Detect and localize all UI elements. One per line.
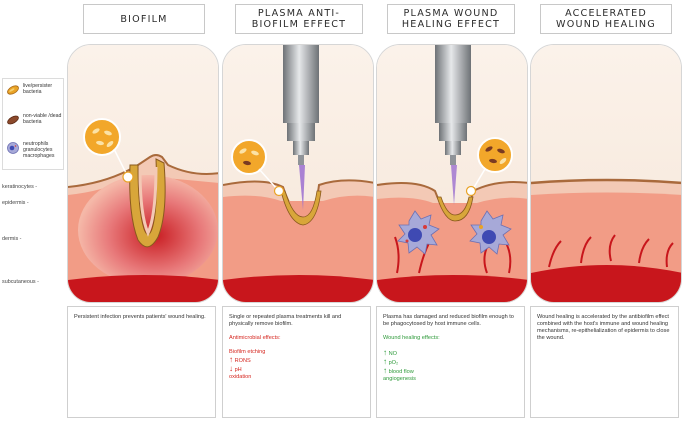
anti-biofilm-illustration	[223, 45, 373, 302]
textbox-accelerated-healing: Wound healing is accelerated by the anti…	[530, 306, 679, 418]
header-wound-healing-effect-label: PLASMA WOUND HEALING EFFECT	[401, 8, 501, 30]
layer-label-epidermis: epidermis -	[2, 200, 29, 206]
panel-anti-biofilm	[222, 44, 374, 303]
legend-item-live: live/persister bacteria	[6, 83, 65, 97]
dead-bacteria-icon	[7, 115, 19, 125]
effect-po2: ↑ pO₂	[383, 358, 518, 367]
immune-cell-right	[469, 210, 512, 255]
legend: live/persister bacteria non-viable /dead…	[2, 78, 64, 170]
up-arrow-icon: ↑	[383, 366, 387, 375]
effect-blood-flow: ↑ blood flow	[383, 367, 518, 376]
effect-ph-label: pH	[234, 367, 242, 373]
accelerated-healing-description: Wound healing is accelerated by the anti…	[537, 314, 670, 341]
effect-blood-flow-label: blood flow	[388, 369, 414, 375]
immune-cell-icon	[7, 142, 19, 154]
header-wound-healing-effect: PLASMA WOUND HEALING EFFECT	[387, 4, 515, 34]
antimicrobial-effects-title: Antimicrobial effects:	[229, 335, 281, 341]
effect-angiogenesis: angiogenesis	[383, 376, 416, 382]
plasma-probe	[435, 45, 471, 123]
header-biofilm: BIOFILM	[83, 4, 205, 34]
effect-rons: ↑ RONS	[229, 356, 364, 365]
live-bacteria-icon	[7, 85, 19, 95]
wound-healing-effects-title: Wound healing effects:	[383, 335, 440, 341]
header-anti-biofilm-label: PLASMA ANTI-BIOFILM EFFECT	[251, 8, 347, 30]
zoom-bacteria-circle	[231, 139, 267, 175]
anti-biofilm-description: Single or repeated plasma treatments kil…	[229, 314, 342, 327]
header-biofilm-label: BIOFILM	[120, 13, 168, 25]
legend-dead-label: non-viable /dead bacteria	[23, 113, 62, 125]
textbox-wound-healing-effect: Plasma has damaged and reduced biofilm e…	[376, 306, 525, 418]
effect-rons-label: RONS	[234, 358, 251, 364]
header-anti-biofilm: PLASMA ANTI-BIOFILM EFFECT	[235, 4, 363, 34]
panel-biofilm	[67, 44, 219, 303]
effect-ph: ↓ pH	[229, 365, 364, 374]
legend-item-dead: non-viable /dead bacteria	[6, 113, 65, 127]
up-arrow-icon: ↑	[383, 357, 387, 366]
legend-item-immune: neutrophils granulocytes macrophages	[6, 141, 65, 159]
effect-biofilm-etching: Biofilm etching	[229, 349, 266, 355]
zoom-bacteria-circle	[83, 118, 121, 156]
effect-oxidation: oxidation	[229, 374, 252, 380]
plasma-jet	[299, 165, 305, 210]
panel-accelerated-healing	[530, 44, 682, 303]
layer-label-keratinocytes: keratinocytes -	[2, 184, 38, 190]
accelerated-healing-illustration	[531, 45, 681, 302]
up-arrow-icon: ↑	[229, 355, 233, 364]
header-accelerated-healing: ACCELERATED WOUND HEALING	[540, 4, 672, 34]
immune-cell-left	[397, 210, 440, 255]
up-arrow-icon: ↑	[383, 348, 387, 357]
effect-no: ↑ NO	[383, 349, 518, 358]
wound-healing-illustration	[377, 45, 527, 302]
zoom-bacteria-circle	[477, 137, 513, 173]
biofilm-description: Persistent infection prevents patients' …	[74, 314, 206, 320]
textbox-biofilm: Persistent infection prevents patients' …	[67, 306, 216, 418]
layer-label-subcutaneous: subcutaneous -	[2, 279, 39, 285]
effect-po2-label: pO₂	[388, 360, 399, 366]
panel-wound-healing-effect	[376, 44, 528, 303]
textbox-anti-biofilm: Single or repeated plasma treatments kil…	[222, 306, 371, 418]
plasma-probe	[283, 45, 319, 123]
down-arrow-icon: ↓	[229, 364, 233, 373]
header-accelerated-healing-label: ACCELERATED WOUND HEALING	[556, 8, 656, 30]
biofilm-illustration	[68, 45, 218, 302]
legend-live-label: live/persister bacteria	[23, 83, 53, 95]
effect-no-label: NO	[388, 351, 397, 357]
layer-label-dermis: dermis -	[2, 236, 22, 242]
wound-healing-description: Plasma has damaged and reduced biofilm e…	[383, 314, 514, 327]
legend-immune-label: neutrophils granulocytes macrophages	[23, 141, 55, 159]
